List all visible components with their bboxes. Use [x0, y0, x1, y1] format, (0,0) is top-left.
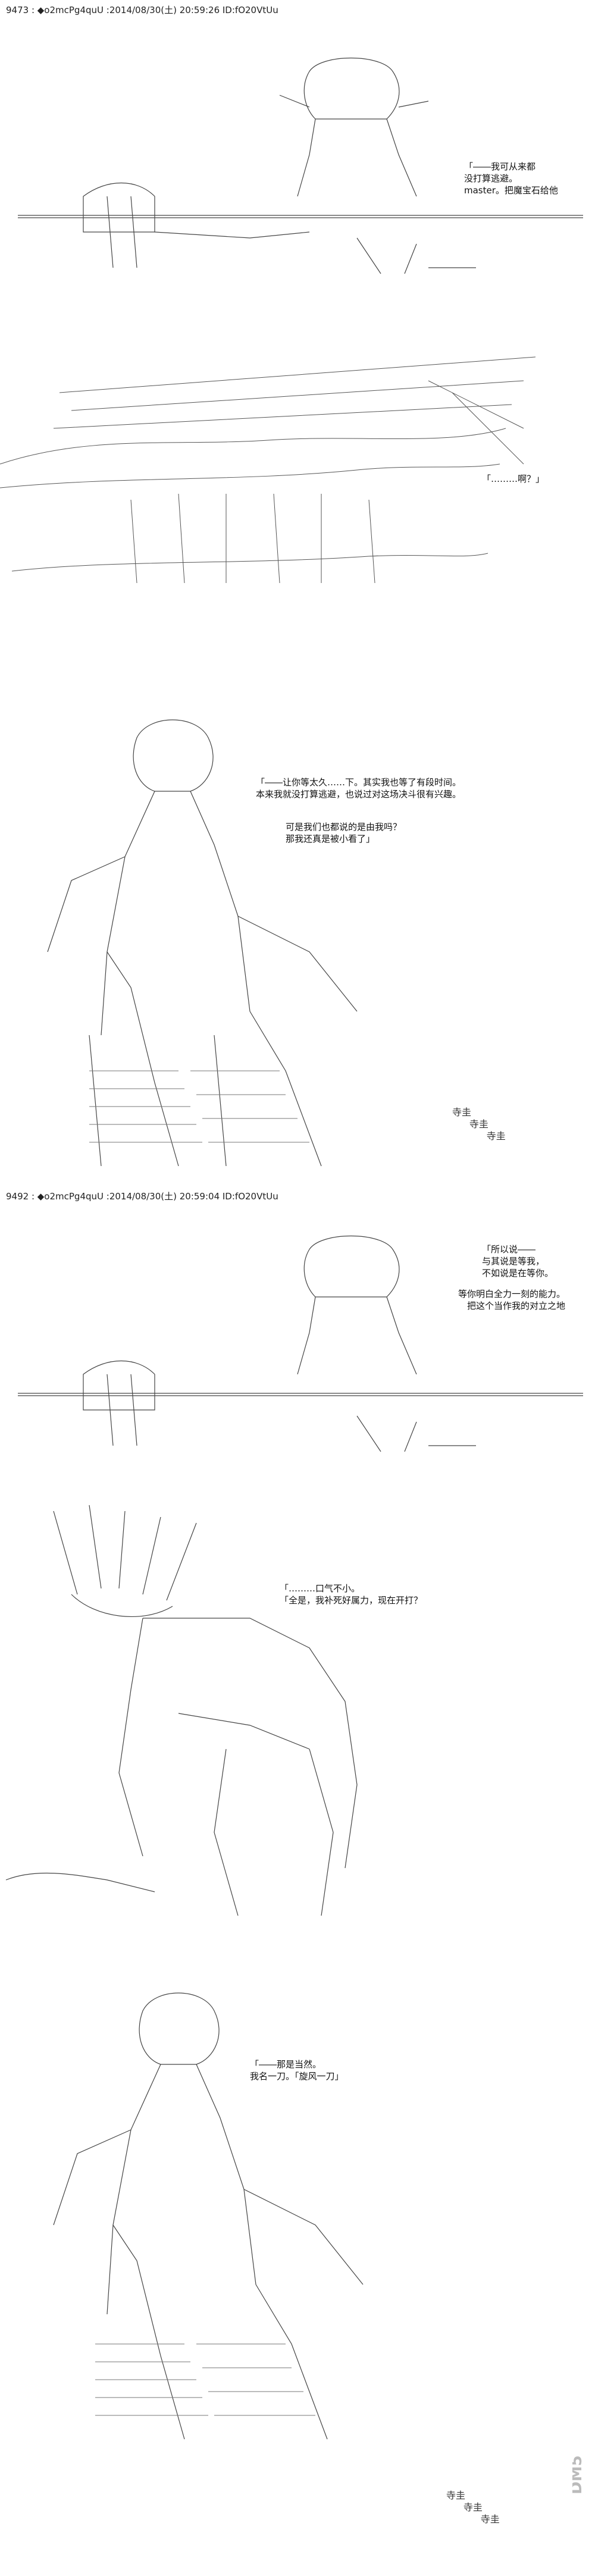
speech-bubble: 「………口气不小。 「全是，我补死好属力，现在开打？	[280, 1583, 423, 1606]
watermark-logo: DM5	[568, 2415, 590, 2534]
speech-bubble: 「――让你等太久……下。其实我也等了有段时间。 本来我就没打算逃避，也说过对这场…	[256, 777, 462, 800]
sound-effect: 寺圭 寺圭 寺圭	[452, 1107, 506, 1142]
speech-bubble: 可是我们也都说的是由我吗？ 那我还真是被小看了」	[286, 822, 402, 844]
post-header: 9492 : ◆o2mcPg4quU :2014/08/30(土) 20:59:…	[6, 1191, 278, 1202]
speech-bubble: 「所以说―― 与其说是等我， 不如说是在等你。	[482, 1244, 554, 1278]
speech-bubble: 等你明白全力一刻的能力。 把这个当作我的对立之地	[458, 1289, 566, 1311]
speech-bubble: 「――那是当然。 我名一刀。「旋风一刀」	[250, 2059, 344, 2082]
ascii-art-panel-3	[0, 702, 595, 1178]
post-header: 9473 : ◆o2mcPg4quU :2014/08/30(土) 20:59:…	[6, 5, 278, 15]
ascii-art-panel-6	[0, 1981, 595, 2457]
sound-effect: 寺圭 寺圭 寺圭	[446, 2490, 500, 2525]
ascii-art-panel-2	[0, 345, 595, 595]
speech-bubble: 「――我可从来都 没打算逃避。 master。把魔宝石给他	[464, 161, 558, 196]
ascii-art-panel-4	[0, 1208, 595, 1458]
ascii-art-panel-1	[0, 18, 595, 327]
speech-bubble: 「………啊？」	[482, 474, 545, 484]
svg-text:DM5: DM5	[572, 2455, 585, 2494]
ascii-art-panel-5	[0, 1499, 595, 1951]
